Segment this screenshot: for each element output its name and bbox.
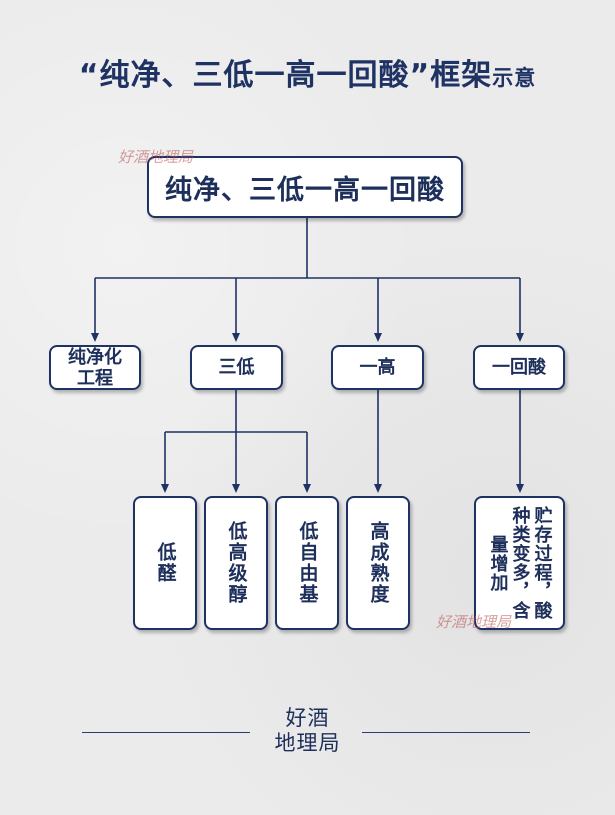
footer-logo-line2: 地理局 bbox=[274, 731, 341, 755]
leaf-high-maturity-label: 高成熟度 bbox=[367, 521, 390, 605]
footer-logo-line1: 好酒 bbox=[285, 706, 330, 730]
node-purification-line1: 纯净化 bbox=[68, 346, 122, 368]
title-suffix: 示意 bbox=[492, 66, 537, 90]
node-three-low: 三低 bbox=[190, 345, 283, 390]
leaf-low-aldehyde: 低醛 bbox=[133, 496, 197, 630]
leaf-low-higher-alcohol: 低高级醇 bbox=[204, 496, 268, 630]
node-acid-return: 一回酸 bbox=[473, 345, 565, 390]
leaf-acid-detail-label: 贮存过程，酸种类变多，含量增加 bbox=[487, 506, 553, 620]
leaf-high-maturity: 高成熟度 bbox=[346, 496, 410, 630]
leaf-acid-detail: 贮存过程，酸种类变多，含量增加 bbox=[474, 496, 565, 630]
node-one-high-label: 一高 bbox=[359, 357, 396, 378]
leaf-low-aldehyde-label: 低醛 bbox=[154, 542, 177, 584]
node-purification: 纯净化工程 bbox=[49, 345, 141, 390]
root-node: 纯净、三低一高一回酸 bbox=[147, 156, 463, 218]
leaf-low-free-radical-label: 低自由基 bbox=[296, 521, 319, 605]
node-acid-return-label: 一回酸 bbox=[492, 357, 546, 378]
page-title: “纯净、三低一高一回酸”框架示意 bbox=[0, 50, 615, 94]
footer-divider-right bbox=[362, 732, 530, 733]
watermark-bottom: 好酒地理局 bbox=[436, 613, 512, 631]
node-purification-line2: 工程 bbox=[77, 367, 113, 389]
title-main: “纯净、三低一高一回酸”框架 bbox=[78, 58, 493, 93]
node-one-high: 一高 bbox=[331, 345, 424, 390]
watermark-top: 好酒地理局 bbox=[118, 148, 194, 166]
footer-divider-left bbox=[82, 732, 250, 733]
leaf-low-free-radical: 低自由基 bbox=[275, 496, 339, 630]
leaf-low-higher-alcohol-label: 低高级醇 bbox=[225, 521, 248, 605]
node-three-low-label: 三低 bbox=[218, 357, 255, 378]
footer-logo: 好酒 地理局 bbox=[0, 706, 615, 756]
